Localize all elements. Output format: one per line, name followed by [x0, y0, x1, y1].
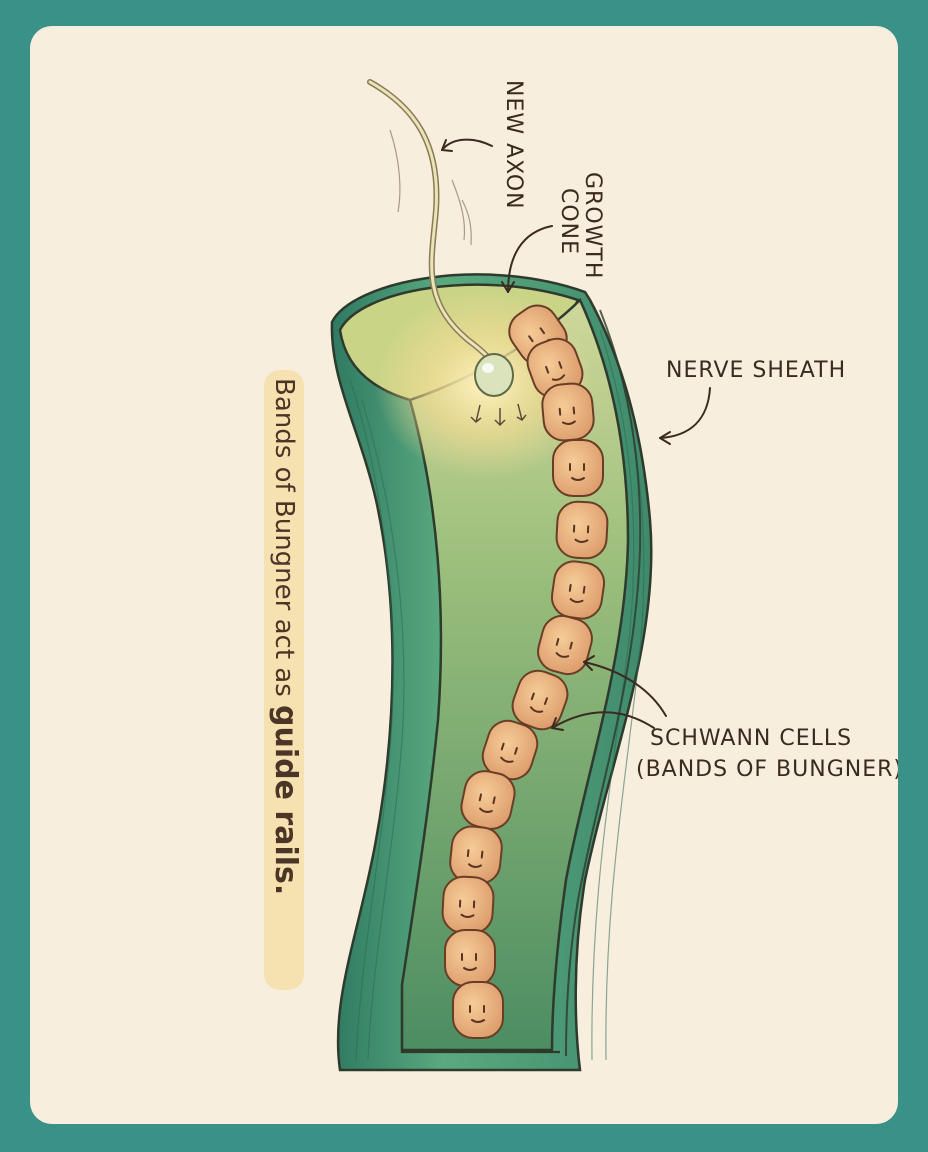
- annotation-arrows: [441, 138, 711, 731]
- growth-direction-arrows: [470, 403, 527, 427]
- schwann-cell-chain: [441, 304, 609, 1039]
- nerve-sheath-label: NERVE SHEATH: [666, 358, 846, 383]
- growth-cone-label-1: GROWTH: [580, 172, 605, 279]
- schwann-cells-label: SCHWANN CELLS: [650, 726, 852, 751]
- schwann-cell: [444, 929, 496, 987]
- schwann-cell: [526, 337, 584, 399]
- schwann-cell: [537, 614, 593, 676]
- schwann-arrow-2: [551, 711, 655, 729]
- bands-of-bungner-label: (BANDS OF BUNGNER): [636, 757, 898, 782]
- schwann-cell: [511, 669, 569, 731]
- nerve-regeneration-diagram: NEW AXON GROWTH CONE NERVE SHEATH SCHWAN…: [264, 79, 898, 1072]
- schwann-cell: [452, 981, 504, 1039]
- side-caption-text: Bands of Bungner act as guide rails.: [268, 378, 303, 895]
- diagram-card: NEW AXON GROWTH CONE NERVE SHEATH SCHWAN…: [30, 26, 898, 1124]
- schwann-cell: [552, 439, 604, 497]
- new-axon-label: NEW AXON: [501, 80, 526, 210]
- growth-cone-label-2: CONE: [556, 188, 581, 255]
- new-axon-arrow: [441, 138, 493, 151]
- motion-lines: [389, 129, 472, 246]
- schwann-cell: [441, 875, 495, 935]
- growth-cone: [474, 353, 514, 397]
- nerve-sheath-arrow: [659, 387, 711, 439]
- schwann-cell: [550, 560, 606, 620]
- schwann-arrow-1: [583, 661, 667, 717]
- growth-cone-arrow: [507, 225, 553, 293]
- schwann-cell: [541, 382, 595, 442]
- schwann-cell: [555, 500, 609, 560]
- schwann-cell: [449, 825, 503, 885]
- side-caption: Bands of Bungner act as guide rails.: [264, 370, 304, 990]
